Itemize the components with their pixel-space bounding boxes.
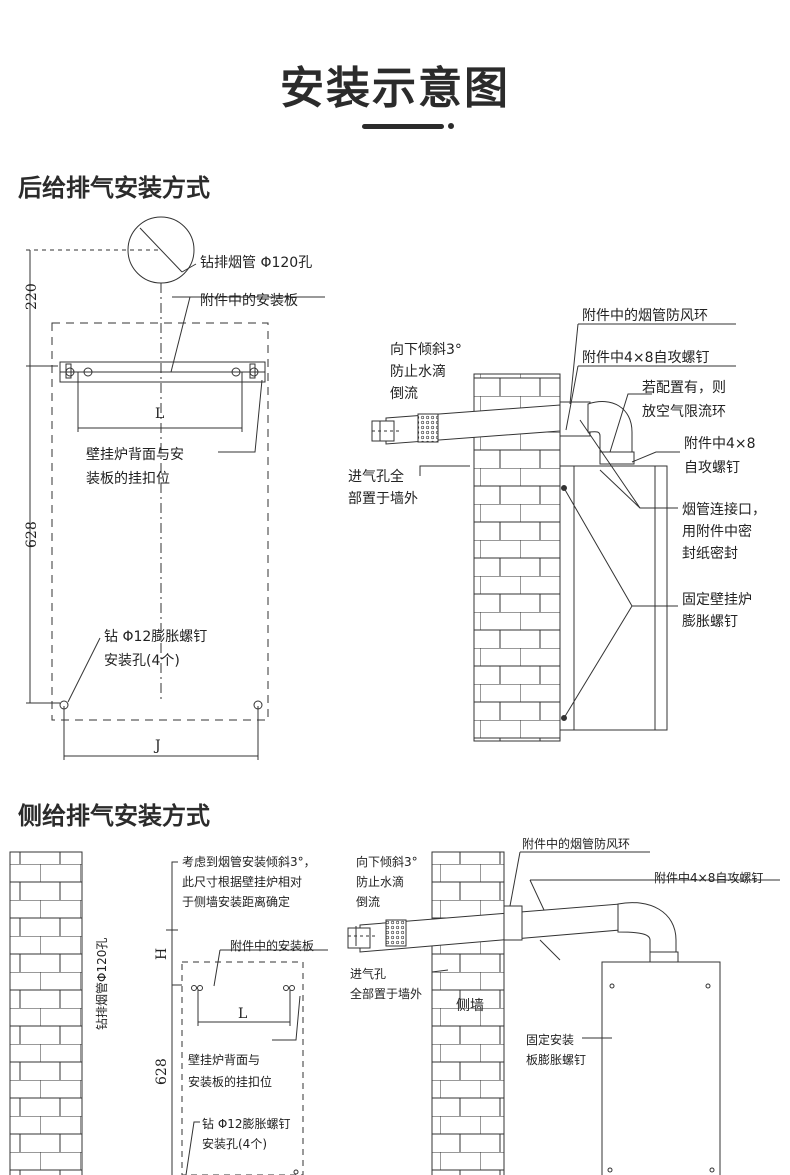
- side-hook-pos-label-1: 壁挂炉背面与: [188, 1052, 260, 1067]
- rear-dim-J: J: [153, 738, 161, 754]
- side-tilt-label-1: 向下倾斜3°: [356, 854, 418, 869]
- rear-tilt-label-2: 防止水滴: [390, 363, 446, 380]
- rear-section-heading: 后给排气安装方式: [18, 174, 210, 202]
- side-intake-label-2: 全部置于墙外: [350, 986, 422, 1001]
- rear-dim-220: 220: [24, 283, 40, 310]
- rear-drill-hole-label-1: 钻 Φ12膨胀螺钉: [104, 628, 207, 645]
- side-consider-label-2: 此尺寸根据壁挂炉相对: [182, 874, 302, 889]
- rear-intake-label-1: 进气孔全: [348, 468, 404, 485]
- side-plan-view: [166, 861, 328, 1175]
- rear-intake-label-2: 部置于墙外: [348, 491, 418, 507]
- rear-intake-grill: [417, 413, 439, 443]
- title-underline-dot: [448, 123, 454, 129]
- side-boiler-outline: [181, 961, 304, 1175]
- side-brick-wall-left: [9, 851, 83, 1175]
- side-dim-628: 628: [154, 1058, 170, 1085]
- title-underline: [362, 124, 444, 129]
- rear-screw-b-label-1: 附件中4×8: [684, 436, 756, 452]
- rear-restrictor-label-2: 放空气限流环: [642, 404, 726, 420]
- rear-boiler-body: [559, 465, 668, 731]
- rear-section-view: [371, 323, 736, 742]
- side-dim-L: L: [238, 1006, 247, 1022]
- page-title: 安装示意图: [280, 63, 510, 114]
- rear-fix-label-2: 膨胀螺钉: [682, 613, 738, 630]
- rear-mount-plate-label: 附件中的安装板: [200, 293, 298, 309]
- side-consider-label-3: 于侧墙安装距离确定: [182, 894, 290, 909]
- side-consider-label-1: 考虑到烟管安装倾斜3°，: [182, 854, 316, 869]
- rear-hook-pos-label-2: 装板的挂扣位: [86, 471, 170, 487]
- side-tilt-label-3: 倒流: [356, 895, 380, 909]
- side-hook-pos-label-2: 安装板的挂扣位: [188, 1074, 272, 1089]
- rear-hook-pos-label-1: 壁挂炉背面与安: [86, 447, 184, 463]
- side-section-view: [347, 851, 780, 1175]
- side-boiler-body: [601, 961, 721, 1175]
- side-drill-hole-label-1: 钻 Φ12膨胀螺钉: [202, 1116, 291, 1131]
- side-diagram: 钻排烟管Φ120孔 考虑到烟管安装倾斜3°， 此尺寸根据壁挂炉相对 于侧墙安装距…: [9, 836, 780, 1175]
- rear-plan-view: [26, 216, 325, 760]
- rear-windring-label: 附件中的烟管防风环: [582, 308, 708, 324]
- rear-seal-label-3: 封纸密封: [682, 545, 738, 562]
- side-elbow-pipe: [617, 902, 677, 955]
- side-drill-pipe-label: 钻排烟管Φ120孔: [94, 938, 109, 1030]
- rear-drill-pipe-label: 钻排烟管 Φ120孔: [200, 255, 312, 271]
- rear-fix-label-1: 固定壁挂炉: [682, 592, 752, 608]
- side-intake-label-1: 进气孔: [350, 966, 386, 981]
- rear-tilt-label-1: 向下倾斜3°: [390, 342, 462, 358]
- side-windring-label: 附件中的烟管防风环: [522, 836, 630, 851]
- side-brick-wall-right: [431, 851, 505, 1175]
- rear-restrictor-label-1: 若配置有，则: [642, 380, 726, 396]
- rear-tilt-label-3: 倒流: [390, 386, 418, 402]
- rear-dim-L: L: [155, 406, 164, 422]
- rear-dim-628: 628: [24, 521, 40, 548]
- side-mount-plate-label: 附件中的安装板: [230, 938, 314, 953]
- rear-elbow-pipe: [587, 401, 633, 455]
- side-wall-label: 侧墙: [456, 998, 484, 1014]
- rear-drill-hole-label-2: 安装孔(4个): [104, 653, 180, 669]
- rear-seal-label-1: 烟管连接口，: [682, 501, 766, 518]
- side-drill-hole-label-2: 安装孔(4个): [202, 1136, 267, 1151]
- side-intake-grill: [385, 919, 407, 947]
- side-screw-label: 附件中4×8自攻螺钉: [654, 870, 763, 885]
- rear-screw-a-label: 附件中4×8自攻螺钉: [582, 350, 710, 366]
- rear-diagram: 钻排烟管 Φ120孔 附件中的安装板 220 L 壁挂炉背面与安 装板的挂扣位 …: [24, 216, 766, 760]
- rear-screw-b-label-2: 自攻螺钉: [684, 460, 740, 476]
- rear-boiler-outline: [51, 322, 269, 721]
- rear-seal-label-2: 用附件中密: [682, 523, 752, 540]
- side-left-wall: [9, 851, 83, 1175]
- side-section-heading: 侧给排气安装方式: [18, 802, 210, 830]
- side-fix-label-1: 固定安装: [526, 1032, 574, 1047]
- side-dim-H: H: [154, 948, 170, 960]
- side-fix-label-2: 板膨胀螺钉: [526, 1053, 586, 1067]
- side-tilt-label-2: 防止水滴: [356, 874, 404, 889]
